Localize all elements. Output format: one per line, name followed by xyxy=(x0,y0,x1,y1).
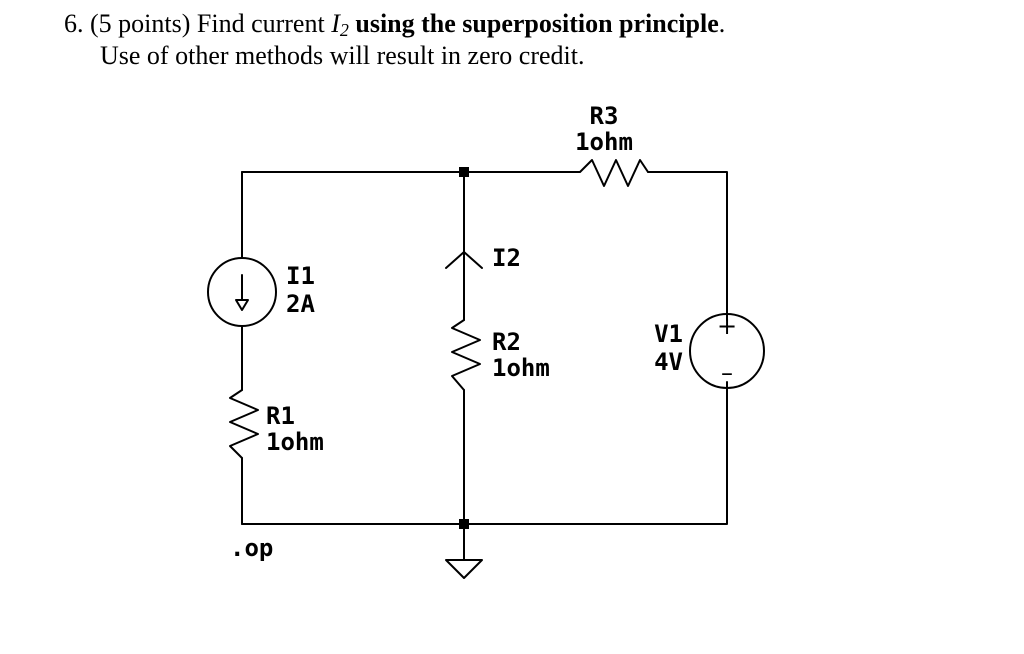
v1-source-circle xyxy=(689,313,765,389)
r3-name-label: R3 xyxy=(590,102,619,130)
problem-text-before: Find current xyxy=(196,9,325,38)
v1-name-label: V1 xyxy=(654,320,683,348)
i1-source-circle xyxy=(207,257,277,327)
ground-icon xyxy=(445,559,483,579)
r1-resistor xyxy=(229,389,259,459)
r3-value-label: 1ohm xyxy=(575,128,633,156)
v1-minus-sign: – xyxy=(721,359,733,387)
v1-value-label: 4V xyxy=(654,348,683,376)
problem-statement: 6. (5 points) Find current I2 using the … xyxy=(64,8,725,72)
r1-value-label: 1ohm xyxy=(266,428,324,456)
current-symbol-letter: I xyxy=(331,9,340,38)
junction-node-bottom xyxy=(459,519,469,529)
r2-value-label: 1ohm xyxy=(492,354,550,382)
i1-value-label: 2A xyxy=(286,290,315,318)
problem-text-bold: using the superposition principle xyxy=(355,9,719,38)
wire-bottom xyxy=(241,381,728,525)
i1-arrow-head-icon xyxy=(235,299,249,311)
current-symbol: I2 xyxy=(331,9,349,40)
problem-line-2: Use of other methods will result in zero… xyxy=(100,41,585,70)
r3-resistor xyxy=(564,159,649,187)
wire-top-right xyxy=(647,171,728,321)
i2-name-label: I2 xyxy=(492,244,521,272)
problem-points: (5 points) xyxy=(90,9,191,38)
current-subscript: 2 xyxy=(339,20,349,40)
i2-arrow-icon xyxy=(445,251,483,269)
problem-text-end: . xyxy=(718,9,726,38)
r2-name-label: R2 xyxy=(492,328,521,356)
i1-name-label: I1 xyxy=(286,262,315,290)
junction-node-top xyxy=(459,167,469,177)
problem-line-1: 6. (5 points) Find current I2 using the … xyxy=(64,8,725,40)
r2-resistor xyxy=(451,319,481,391)
problem-number: 6. xyxy=(64,9,84,38)
r1-name-label: R1 xyxy=(266,402,295,430)
spice-directive: .op xyxy=(230,534,273,562)
v1-plus-sign: + xyxy=(717,312,737,340)
